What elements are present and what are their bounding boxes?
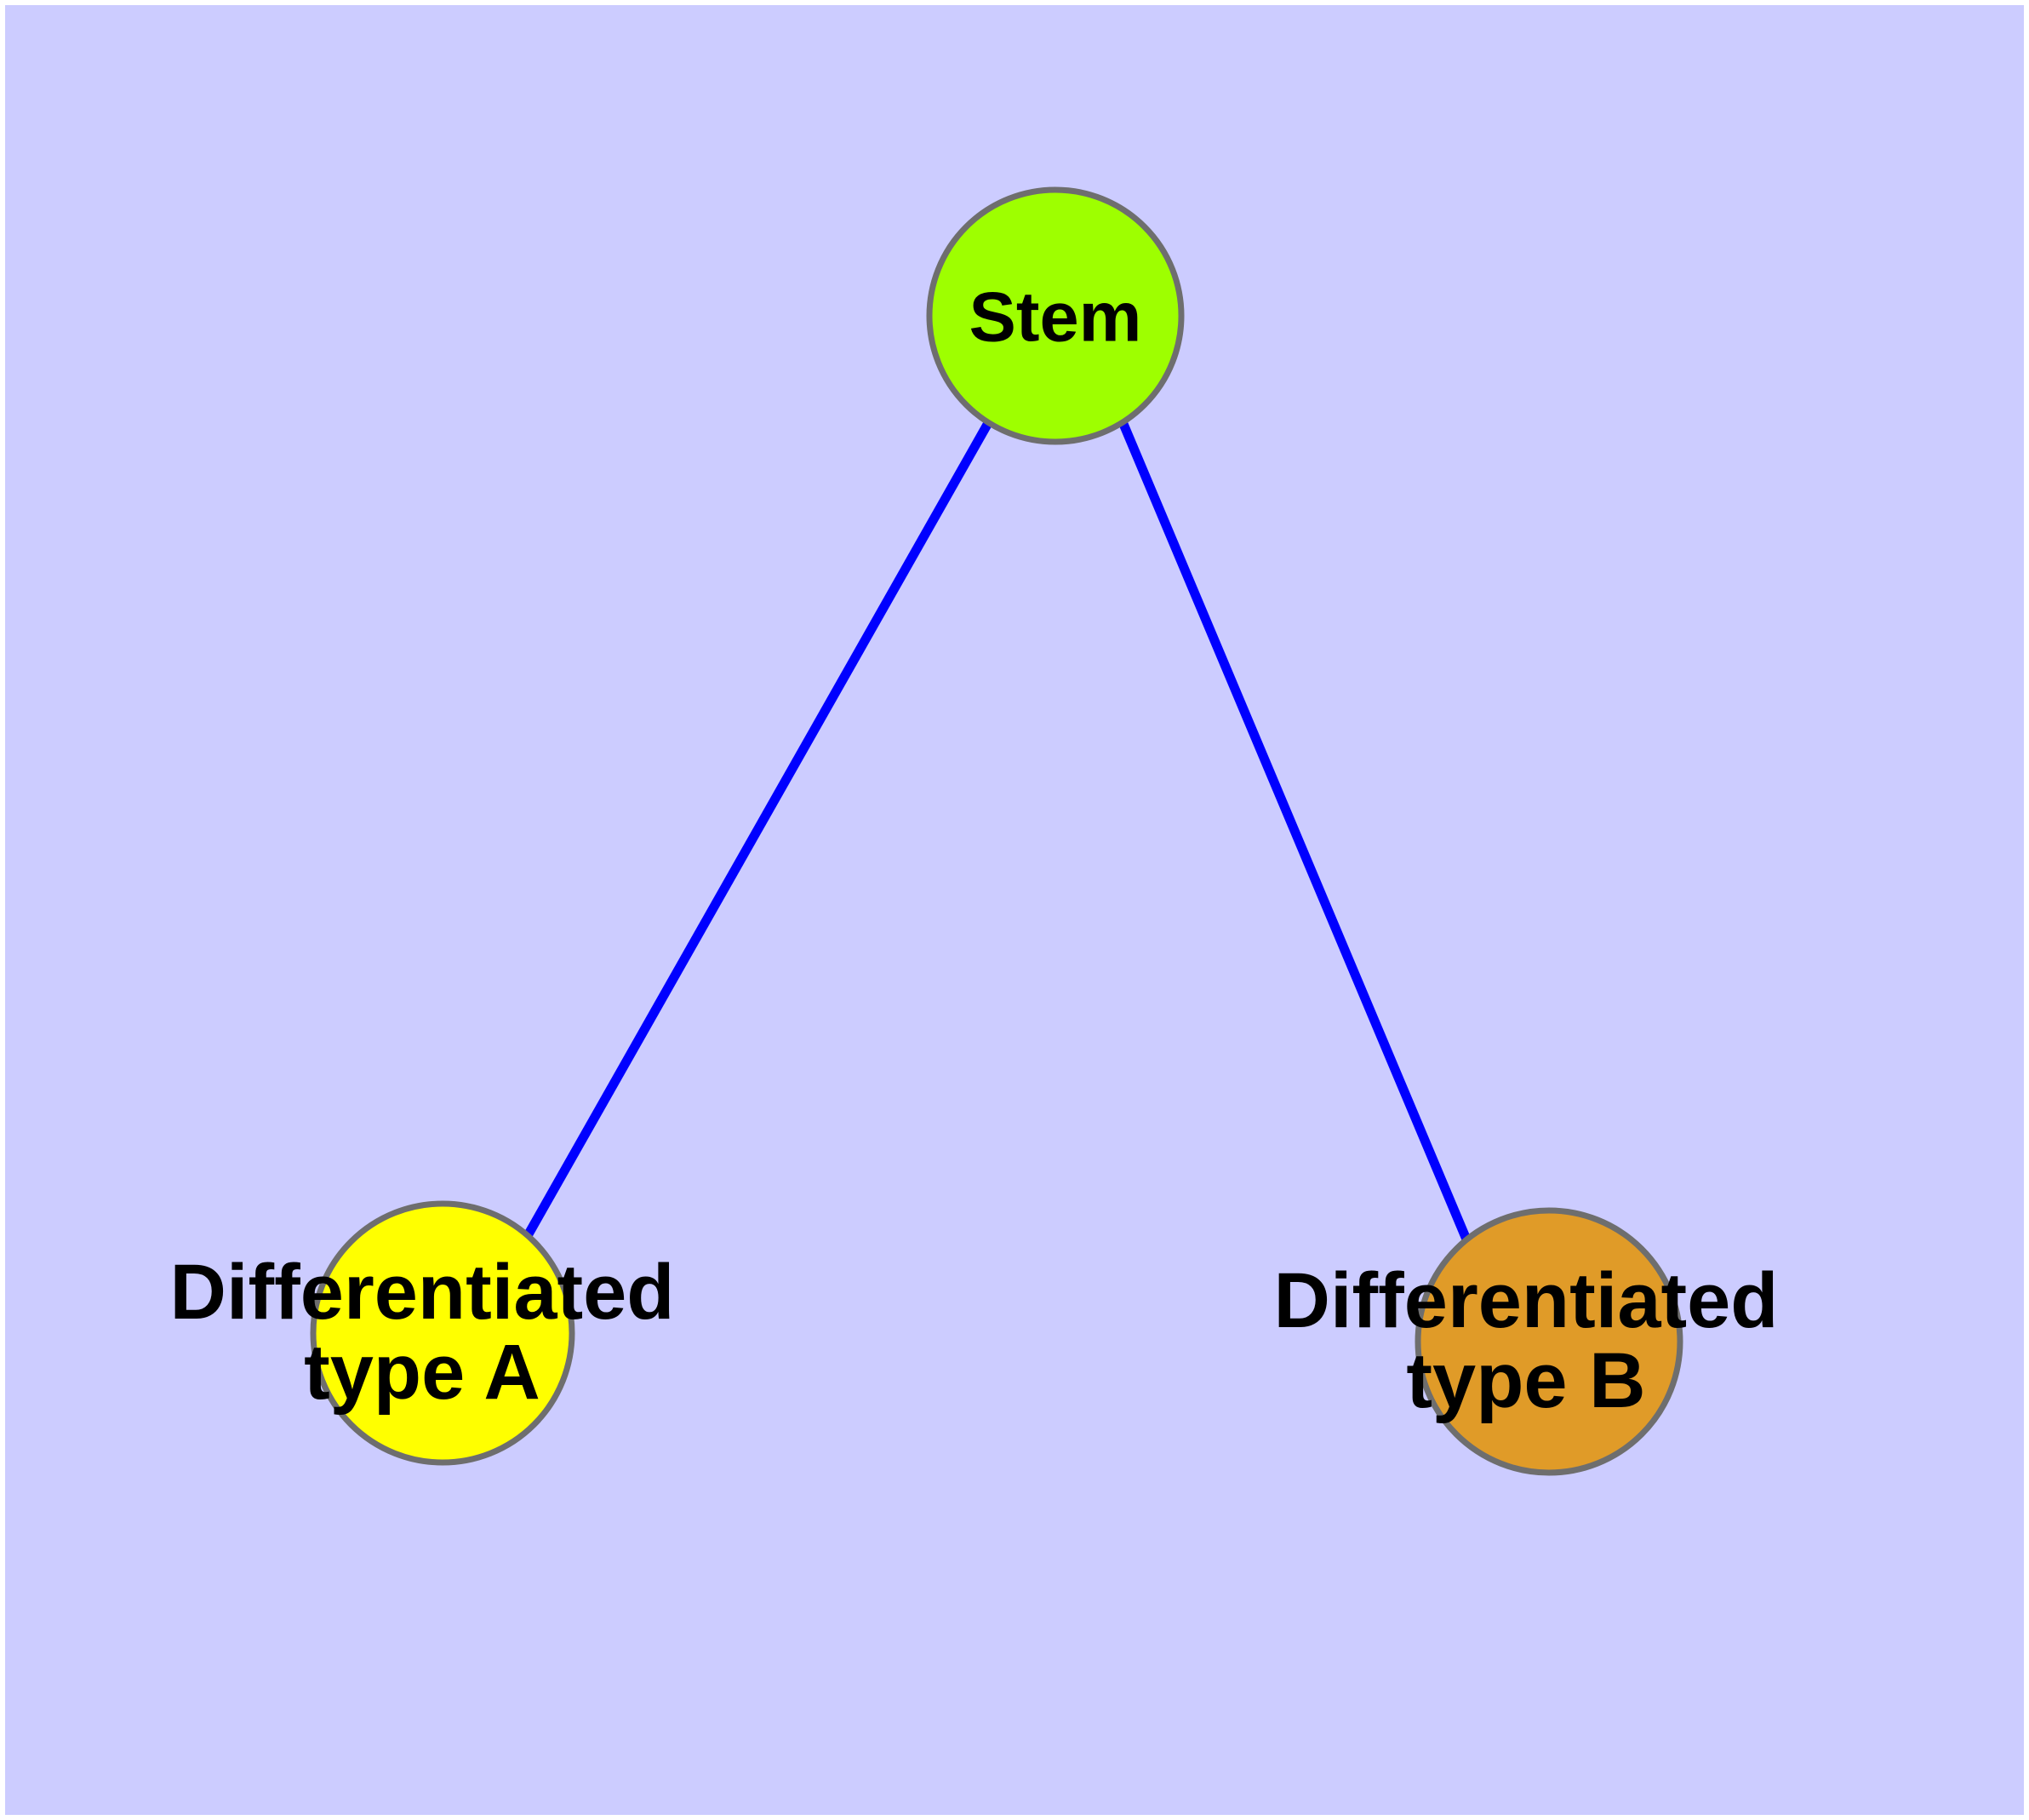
- node-stem[interactable]: [926, 186, 1185, 445]
- edge-stem-to-diff_a[interactable]: [522, 421, 992, 1241]
- edge-stem-to-diff_b[interactable]: [1118, 421, 1474, 1248]
- edges-group: [522, 421, 1474, 1248]
- node-diff_a[interactable]: [310, 1200, 575, 1466]
- node-diff_b[interactable]: [1415, 1207, 1683, 1476]
- nodes-group: [310, 186, 1683, 1476]
